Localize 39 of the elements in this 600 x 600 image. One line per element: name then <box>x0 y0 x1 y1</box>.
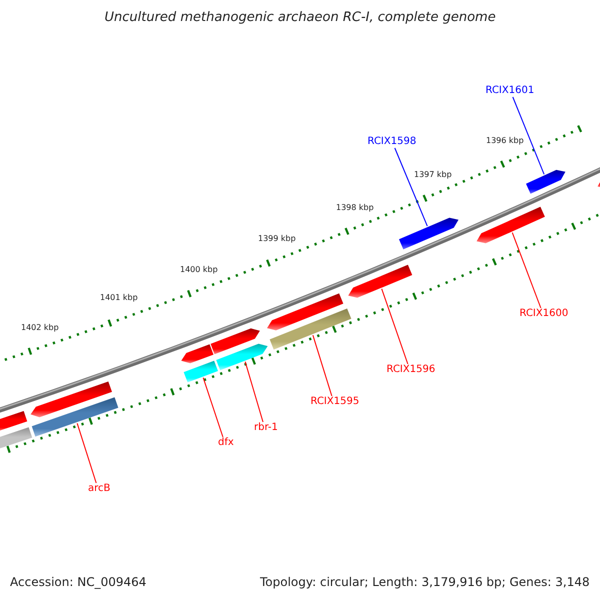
gene-label: dfx <box>218 438 234 448</box>
scale-label: 1399 kbp <box>258 235 296 243</box>
scale-label: 1401 kbp <box>100 294 138 302</box>
gene-feature <box>184 360 218 382</box>
gene-feature <box>476 206 545 244</box>
gene-feature <box>267 293 344 330</box>
scale-label: 1398 kbp <box>336 204 374 212</box>
leader-line <box>202 377 224 438</box>
gene-feature <box>526 170 566 194</box>
title: Uncultured methanogenic archaeon RC-I, complete genome <box>104 11 496 24</box>
leader-line <box>76 422 97 484</box>
footer-text: Accession: NC_009464 <box>10 576 146 588</box>
gene-feature <box>32 397 118 437</box>
leader-line <box>244 361 264 422</box>
leader-line <box>312 334 332 396</box>
gene-feature <box>399 218 458 250</box>
gene-feature <box>30 382 112 418</box>
gene-feature <box>348 264 412 298</box>
gene-label: RCIX1598 <box>368 137 416 147</box>
footer-text: Topology: circular; Length: 3,179,916 bp; Genes: 3,148 <box>260 576 590 588</box>
gene-label: arcB <box>88 484 110 494</box>
leader-line <box>512 96 545 175</box>
gene-label: rbr-1 <box>254 423 278 433</box>
scale-label: 1396 kbp <box>486 137 524 145</box>
gene-feature <box>210 328 260 354</box>
gene-label: RCIX1600 <box>520 309 568 319</box>
scale-label: 1402 kbp <box>21 324 59 332</box>
gene-feature <box>270 308 352 350</box>
leader-line <box>512 232 542 308</box>
gene-label: RCIX1595 <box>310 397 360 407</box>
gene-feature <box>181 344 214 364</box>
gene-feature <box>216 344 268 370</box>
scale-label: 1400 kbp <box>180 266 218 274</box>
scale-label: 1397 kbp <box>414 171 452 179</box>
gene-feature <box>0 411 28 432</box>
gene-label: RCIX1596 <box>386 365 436 375</box>
leader-line <box>394 148 428 227</box>
gene-label: RCIX1601 <box>486 86 534 96</box>
leader-line <box>381 288 408 364</box>
